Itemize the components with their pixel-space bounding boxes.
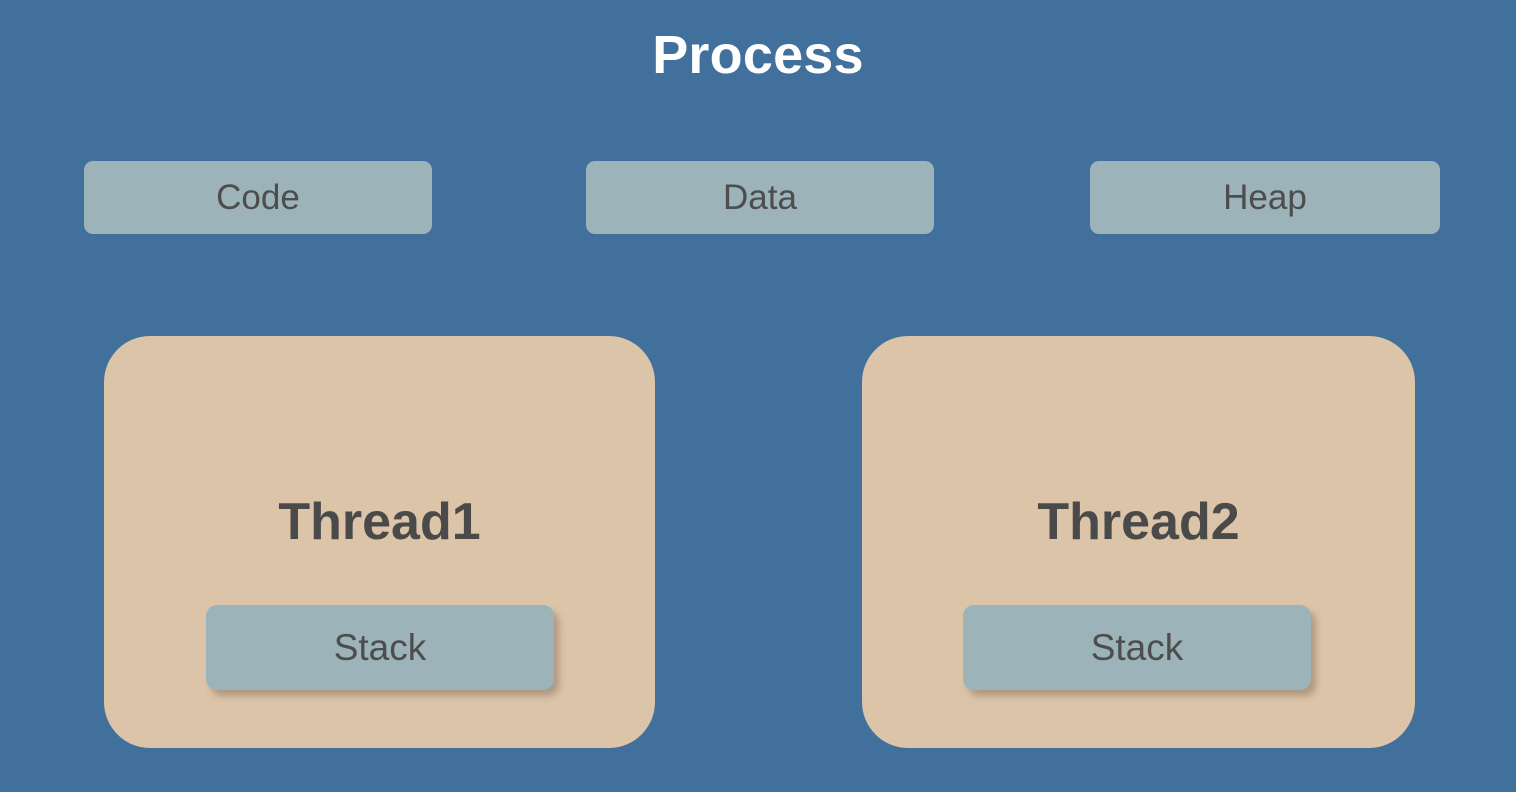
memory-segment-data[interactable]: Data	[586, 161, 934, 234]
memory-segment-code[interactable]: Code	[84, 161, 432, 234]
memory-segment-heap-label: Heap	[1223, 178, 1307, 217]
thread2-stack-label: Stack	[1090, 627, 1184, 668]
thread-card-thread1-label: Thread1	[278, 493, 481, 551]
memory-segment-heap[interactable]: Heap	[1090, 161, 1440, 234]
thread-card-thread1[interactable]: Thread1 Stack	[104, 336, 655, 748]
thread1-stack-label: Stack	[333, 627, 427, 668]
page-title: Process	[652, 25, 864, 85]
memory-segment-code-label: Code	[216, 178, 300, 217]
thread-card-thread2[interactable]: Thread2 Stack	[862, 336, 1415, 748]
thread2-stack-box[interactable]: Stack	[963, 605, 1311, 690]
memory-segment-data-label: Data	[723, 178, 797, 217]
thread1-stack-box[interactable]: Stack	[206, 605, 554, 690]
thread-card-thread2-label: Thread2	[1037, 493, 1240, 551]
